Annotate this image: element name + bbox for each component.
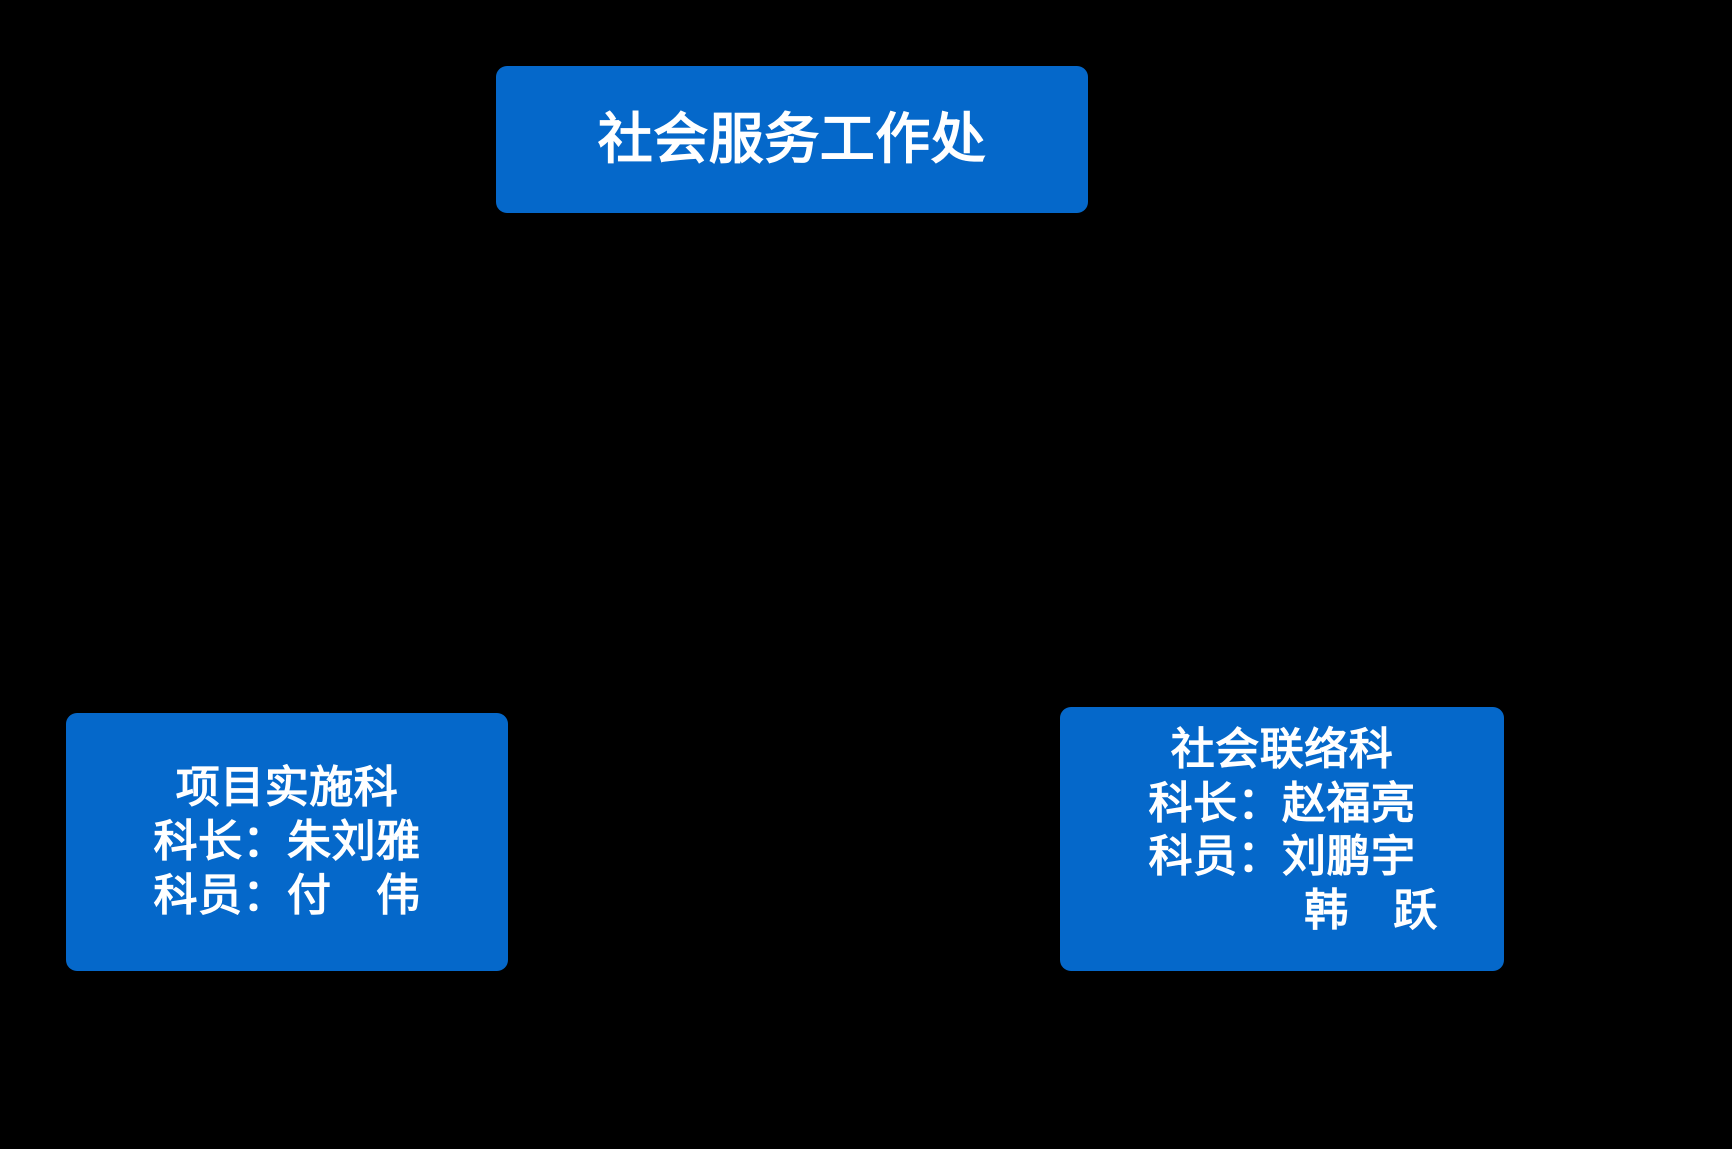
org-node-left-staff-1: 科员：付 伟 [153,870,421,920]
org-node-left-chief: 科长：朱刘雅 [153,817,421,867]
org-node-right-staff-1: 科员：刘鹏宇 [1148,832,1416,882]
connector-root-stem [791,213,794,687]
connector-drop-right [1293,687,1296,707]
org-node-right-staff-2: 韩 跃 [1126,886,1438,936]
org-node-project-implementation[interactable]: 项目实施科 科长：朱刘雅 科员：付 伟 [66,713,508,971]
connector-horizontal-bus [286,687,1296,690]
org-node-right-dept: 社会联络科 [1170,725,1394,774]
org-node-root[interactable]: 社会服务工作处 [496,66,1088,213]
org-node-right-chief: 科长：赵福亮 [1148,778,1416,828]
org-node-root-title: 社会服务工作处 [597,107,987,170]
org-node-social-liaison[interactable]: 社会联络科 科长：赵福亮 科员：刘鹏宇 韩 跃 [1060,707,1504,971]
connector-drop-left [286,687,289,713]
org-node-left-dept: 项目实施科 [175,763,399,813]
